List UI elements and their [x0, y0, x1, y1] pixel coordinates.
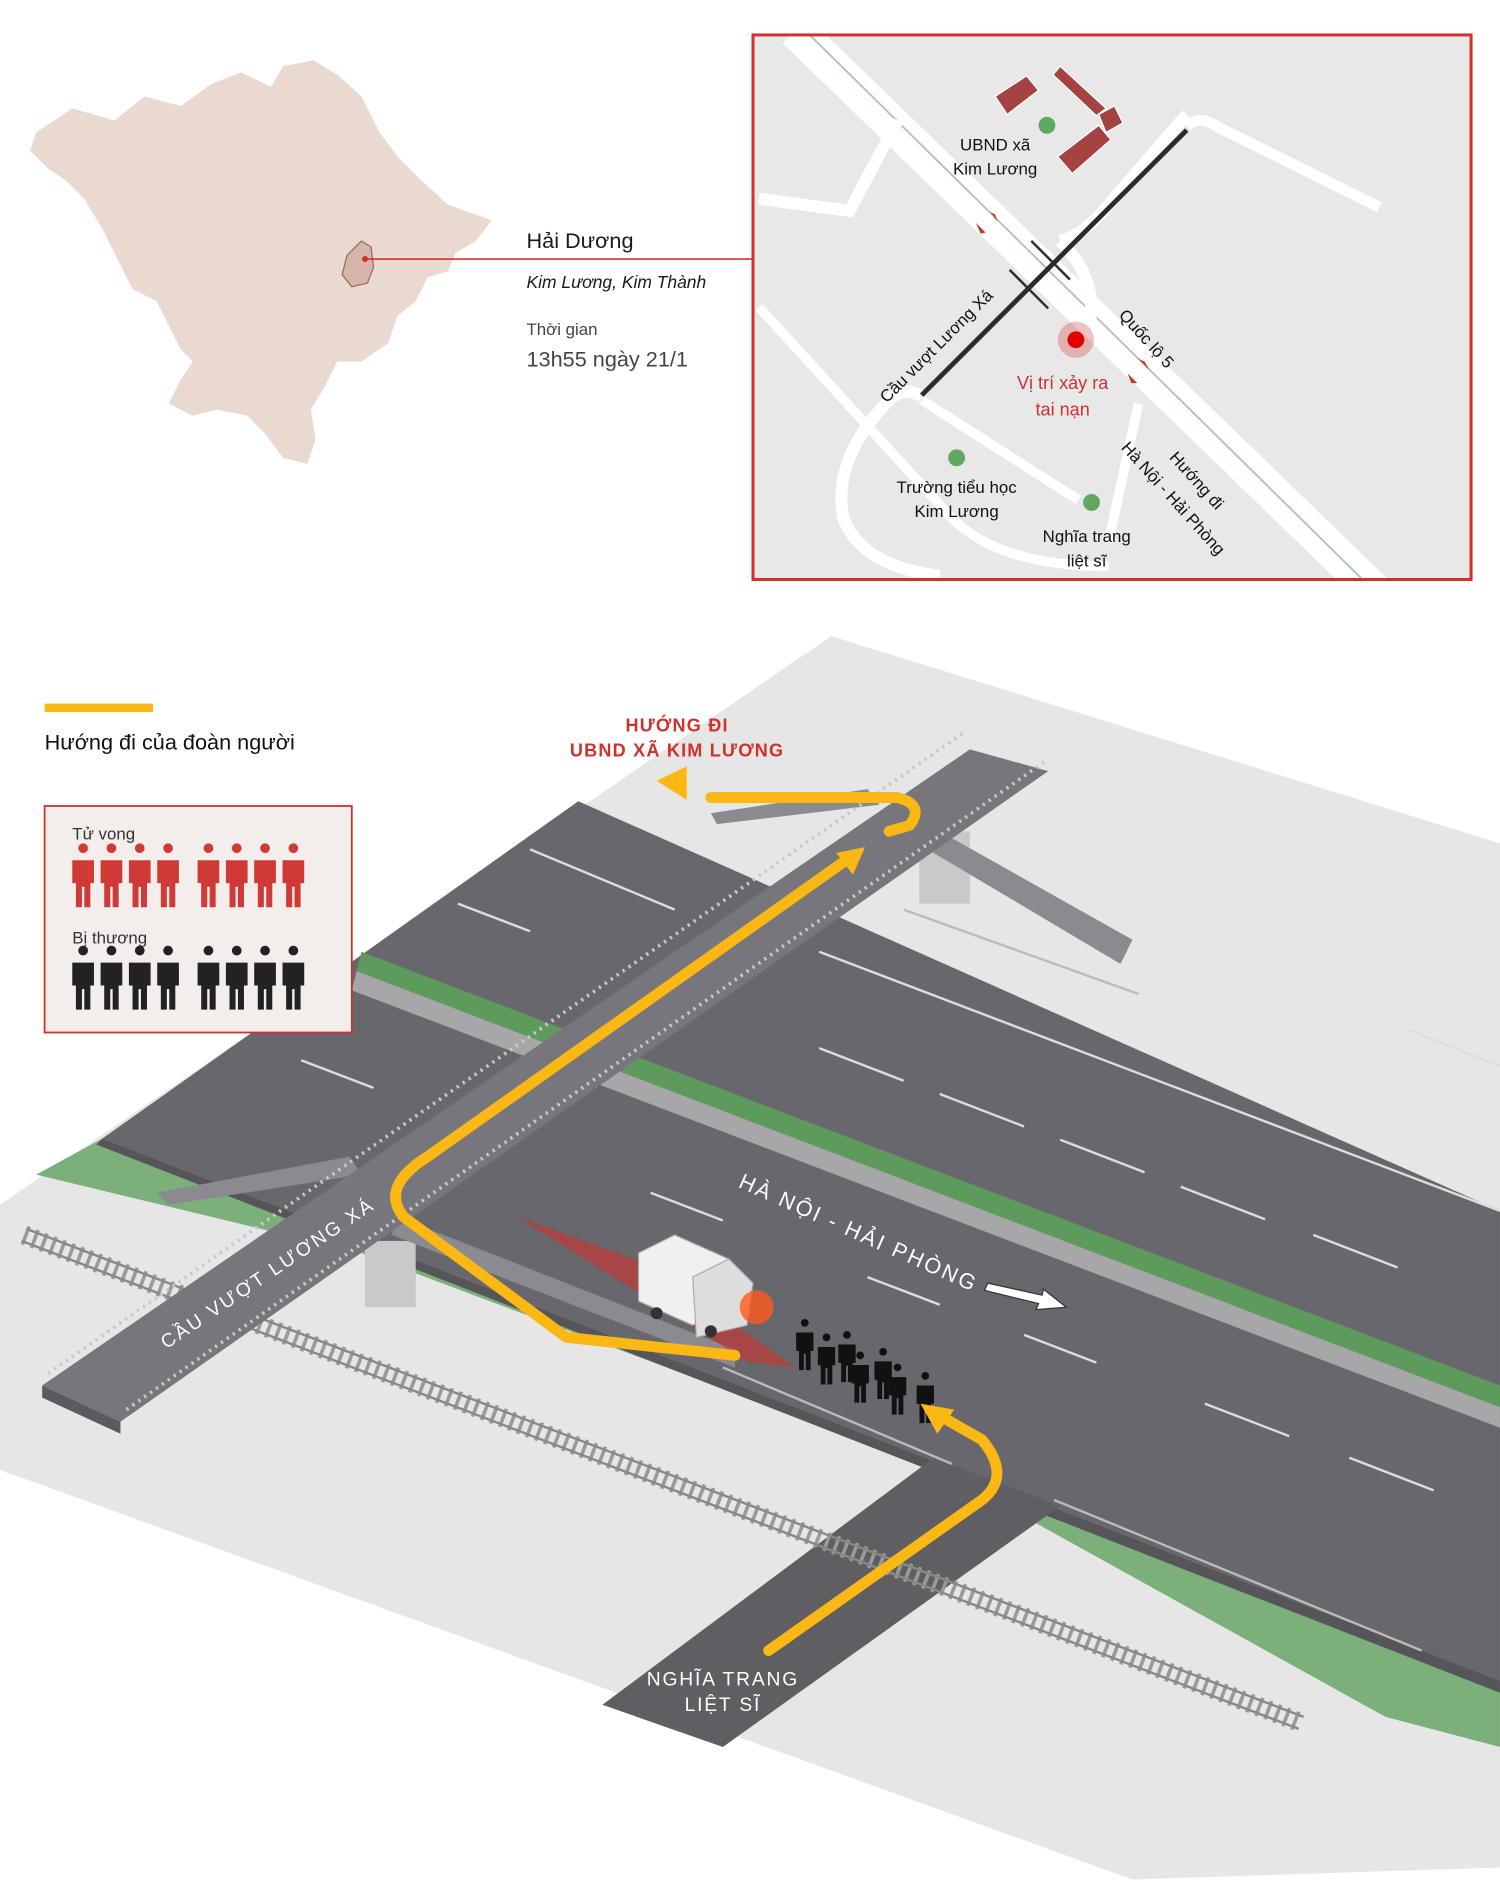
right-stairs [927, 831, 1133, 964]
person-icon-injured [128, 945, 151, 1010]
person-icon-injured [254, 945, 276, 1010]
direction-arrow [983, 1282, 1068, 1311]
pedestrian-group [796, 1319, 934, 1424]
province-name: Hải Dương [526, 228, 633, 253]
pedestrian-icon [817, 1333, 836, 1385]
path-legend-swatch [44, 703, 154, 713]
cemetery-label-2: liệt sĩ [1067, 551, 1108, 570]
accident-label-2: tai nạn [1036, 400, 1090, 420]
accident-scene: HƯỚNG ĐI UBND XÃ KIM LƯƠNG HÀ NỘI - HẢI … [0, 636, 1500, 1880]
hai-duong-province [341, 240, 375, 288]
inset-map: UBND xã Kim Lương Cầu vượt Lương Xá Quốc… [751, 33, 1473, 582]
person-icon-injured [100, 945, 123, 1010]
time-value: 13h55 ngày 21/1 [526, 346, 687, 371]
origin-label-1: NGHĨA TRANG [647, 1669, 799, 1691]
origin-label-2: LIỆT SĨ [685, 1694, 762, 1716]
pedestrian-icon [888, 1363, 907, 1415]
deaths-icons [72, 843, 305, 908]
overpass-bridge [42, 731, 1133, 1434]
pedestrian-icon [796, 1319, 814, 1371]
accident-marker [1067, 331, 1085, 349]
cemetery-label-1: Nghĩa trang [1043, 527, 1131, 546]
person-icon-injured [282, 945, 305, 1010]
ubnd-marker [1038, 116, 1056, 134]
cemetery-marker [1083, 493, 1100, 511]
person-icon-deceased [72, 843, 94, 908]
person-icon-deceased [225, 843, 248, 908]
walking-path [390, 792, 1003, 1656]
lane-markings [300, 848, 1500, 1492]
bridge-deck [42, 749, 1049, 1422]
path-arrowheads [656, 766, 955, 1434]
person-icon-injured [197, 945, 220, 1010]
destination-label-1: HƯỚNG ĐI [625, 714, 728, 735]
commune-name: Kim Lương, Kim Thành [526, 272, 706, 292]
deaths-label: Tử vong [72, 825, 135, 844]
ubnd-label-2: Kim Lương [953, 160, 1037, 179]
median-gray [351, 971, 1500, 1428]
roadside-fences [722, 908, 1423, 1652]
pedestrian-icon [874, 1347, 892, 1400]
pedestrian-icon [851, 1351, 869, 1403]
pedestrian-icon [838, 1331, 856, 1383]
truck-icon [637, 1234, 754, 1339]
person-icon-deceased [282, 843, 305, 908]
median-green [356, 951, 1500, 1408]
accident-label-1: Vị trí xảy ra [1017, 373, 1109, 393]
path-legend-label: Hướng đi của đoàn người [45, 729, 295, 754]
location-dot [362, 256, 369, 263]
ubnd-buildings [994, 65, 1124, 175]
school-label-2: Kim Lương [915, 502, 999, 521]
person-icon-deceased [128, 843, 151, 908]
person-icon-deceased [197, 843, 220, 908]
destination-label-2: UBND XÃ KIM LƯƠNG [570, 740, 784, 761]
school-label-1: Trường tiểu học [897, 478, 1017, 497]
time-label: Thời gian [526, 320, 597, 339]
impact-burst [739, 1290, 774, 1325]
ubnd-label-1: UBND xã [960, 136, 1031, 155]
lower-stairs [391, 1216, 735, 1368]
north-vietnam-map [30, 60, 492, 464]
person-icon-injured [225, 945, 248, 1010]
injured-icons [72, 945, 305, 1010]
left-stairs [156, 1156, 362, 1205]
person-icon-deceased [100, 843, 123, 908]
inset-frame [751, 33, 1473, 582]
person-icon-deceased [157, 843, 179, 908]
person-icon-injured [157, 945, 179, 1010]
highway-shoulder [96, 1138, 1500, 1693]
school-marker [948, 449, 966, 467]
person-icon-deceased [254, 843, 276, 908]
injured-label: Bị thương [72, 928, 147, 947]
person-icon-injured [72, 945, 94, 1010]
